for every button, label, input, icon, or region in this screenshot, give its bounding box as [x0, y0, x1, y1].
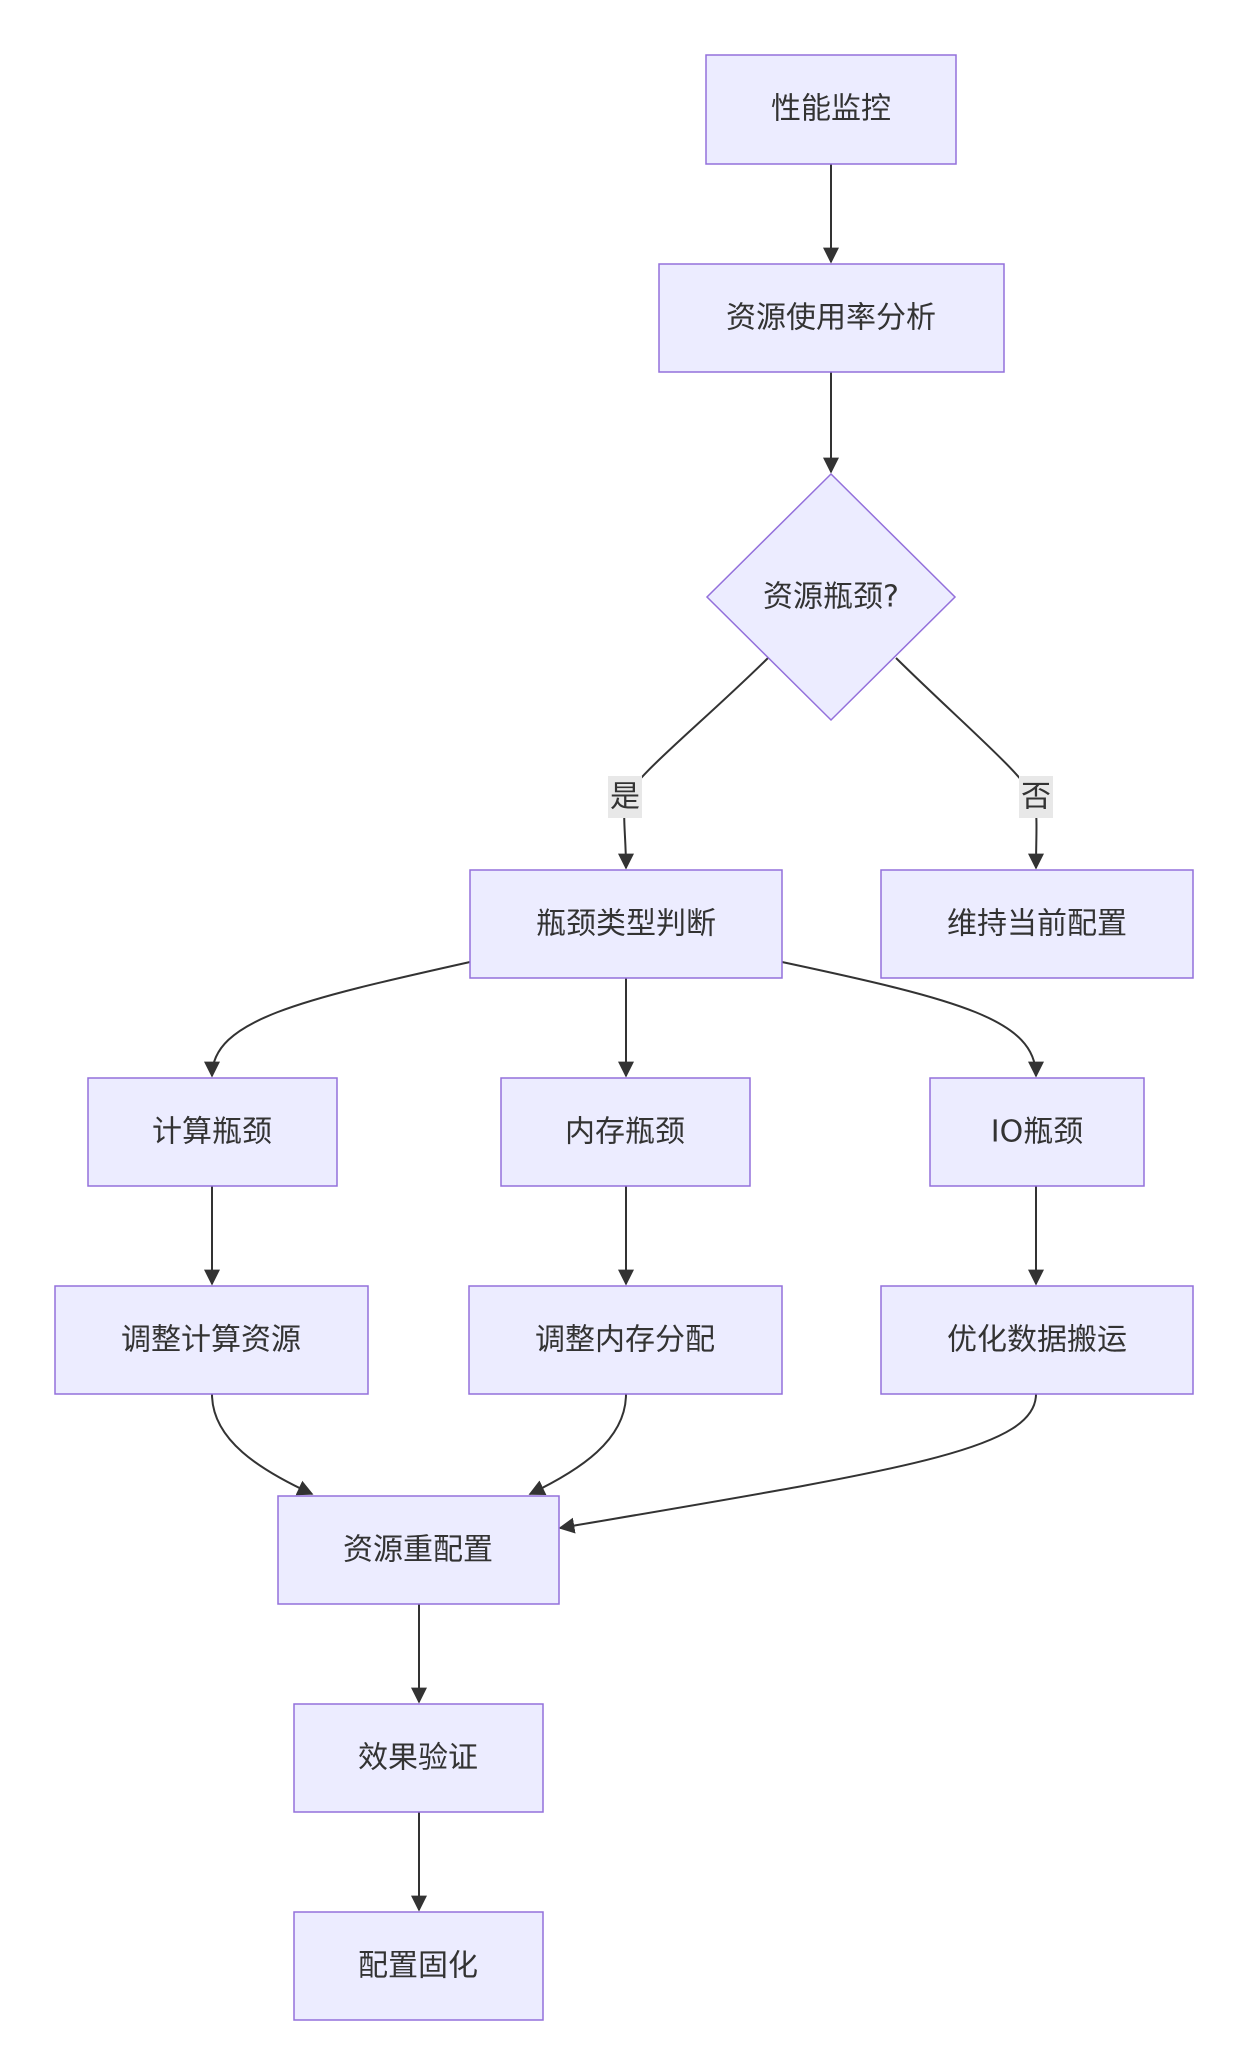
- svg-text:资源瓶颈?: 资源瓶颈?: [763, 580, 899, 615]
- svg-text:瓶颈类型判断: 瓶颈类型判断: [536, 907, 716, 942]
- svg-text:性能监控: 性能监控: [771, 92, 891, 127]
- node-effect-verification: 效果验证: [293, 1703, 544, 1813]
- edge-type-judge-to-compute: [204, 961, 471, 1078]
- edge-label-yes: 是: [608, 776, 642, 818]
- svg-text:效果验证: 效果验证: [358, 1741, 478, 1776]
- svg-text:资源重配置: 资源重配置: [343, 1533, 493, 1568]
- edge-label-no: 否: [1019, 776, 1053, 818]
- node-adjust-memory-allocation: 调整内存分配: [468, 1285, 783, 1395]
- svg-text:维持当前配置: 维持当前配置: [947, 907, 1127, 942]
- node-config-finalization: 配置固化: [293, 1911, 544, 2021]
- svg-text:资源使用率分析: 资源使用率分析: [726, 301, 936, 336]
- node-resource-usage-analysis: 资源使用率分析: [658, 263, 1005, 373]
- edge-optimize-io-to-reconfig: [558, 1393, 1037, 1534]
- edge-decision-to-type-judge: [617, 657, 769, 870]
- node-adjust-compute-resources: 调整计算资源: [54, 1285, 369, 1395]
- svg-text:调整内存分配: 调整内存分配: [535, 1323, 715, 1358]
- edge-adjust-memory-to-reconfig: [528, 1393, 627, 1495]
- svg-text:配置固化: 配置固化: [358, 1949, 478, 1984]
- svg-text:优化数据搬运: 优化数据搬运: [947, 1323, 1127, 1358]
- svg-text:调整计算资源: 调整计算资源: [121, 1323, 301, 1358]
- node-compute-bottleneck: 计算瓶颈: [87, 1077, 338, 1187]
- svg-text:否: 否: [1021, 780, 1051, 815]
- edge-decision-to-keep-config: [895, 657, 1045, 870]
- node-performance-monitoring: 性能监控: [705, 54, 957, 165]
- node-keep-current-config: 维持当前配置: [880, 869, 1194, 979]
- svg-text:内存瓶颈: 内存瓶颈: [565, 1115, 685, 1150]
- edge-adjust-compute-to-reconfig: [211, 1393, 314, 1496]
- node-resource-bottleneck-decision: 资源瓶颈?: [705, 472, 957, 722]
- node-optimize-data-movement: 优化数据搬运: [880, 1285, 1194, 1395]
- svg-text:是: 是: [610, 780, 640, 815]
- svg-text:IO瓶颈: IO瓶颈: [991, 1115, 1083, 1150]
- edge-type-judge-to-io: [781, 961, 1044, 1078]
- svg-text:计算瓶颈: 计算瓶颈: [152, 1115, 272, 1150]
- node-io-bottleneck: IO瓶颈: [929, 1077, 1145, 1187]
- node-bottleneck-type-judgment: 瓶颈类型判断: [469, 869, 783, 979]
- node-resource-reconfiguration: 资源重配置: [277, 1495, 560, 1605]
- node-memory-bottleneck: 内存瓶颈: [500, 1077, 751, 1187]
